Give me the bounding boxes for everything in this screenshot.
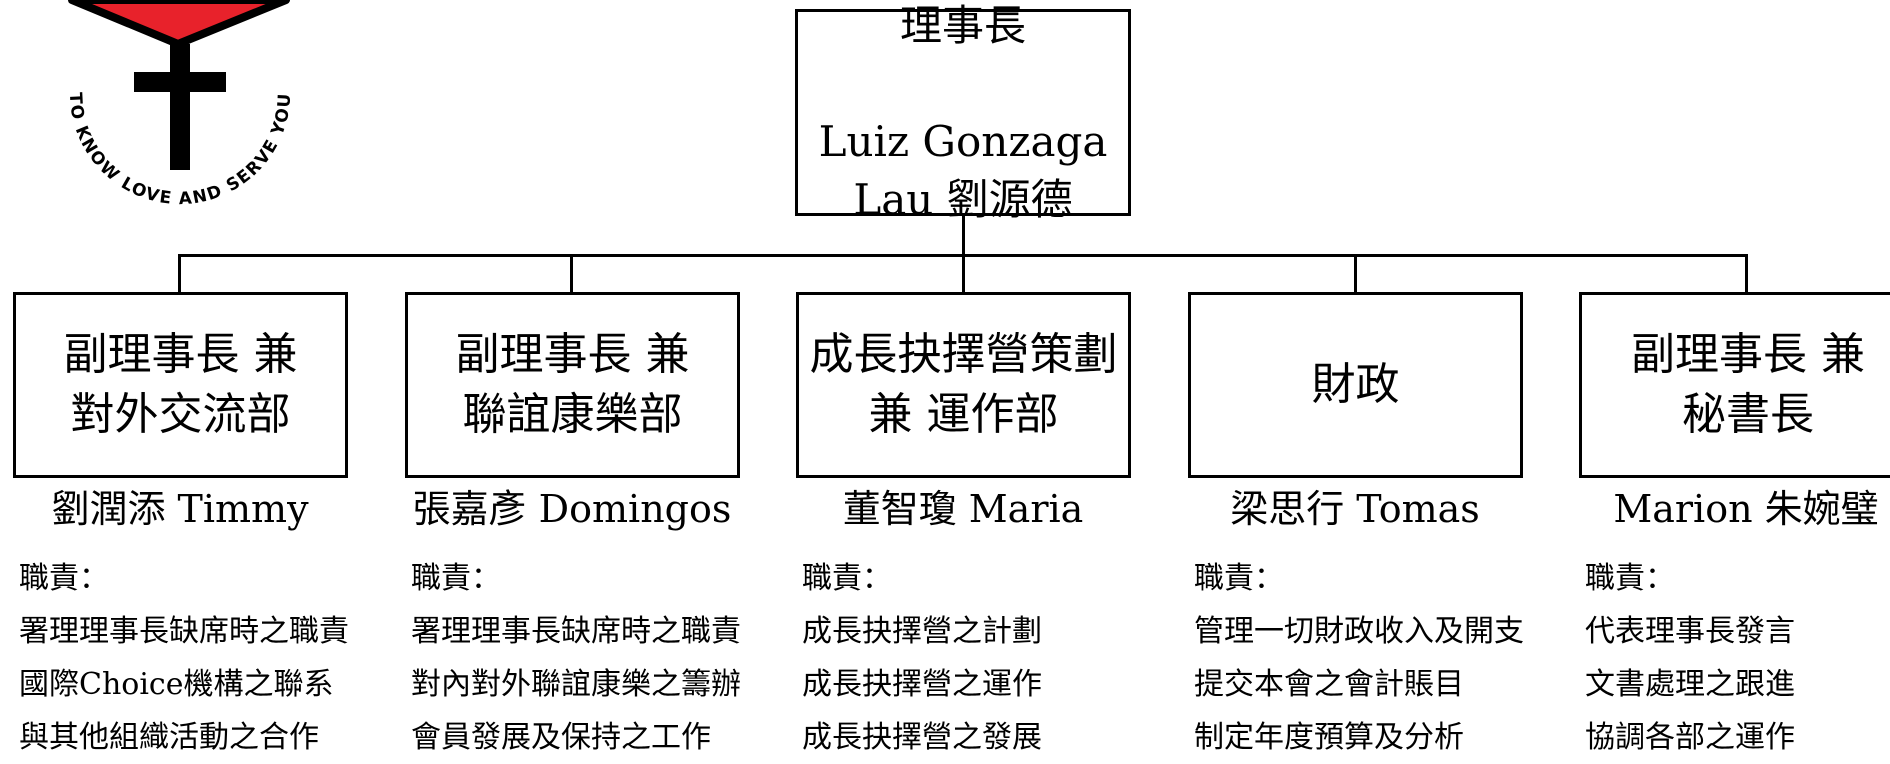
department-title: 副理事長 兼 聯誼康樂部	[455, 329, 690, 440]
department-person: Marion 朱婉璧	[1613, 487, 1879, 531]
department-title: 副理事長 兼 對外交流部	[63, 329, 298, 440]
organization-logo: TO KNOW LOVE AND SERVE YOU	[65, 0, 294, 209]
duties-list: 職責： 代表理事長發言 文書處理之跟進 協調各部之運作	[1585, 552, 1795, 764]
duty-item: 提交本會之會計賬目	[1194, 667, 1464, 702]
connector-trunk	[962, 214, 965, 256]
duty-item: 國際Choice機構之聯系	[19, 667, 334, 702]
duty-item: 署理理事長缺席時之職責	[19, 614, 349, 649]
chairman-name: Luiz Gonzaga Lau 劉源德	[818, 116, 1108, 224]
duty-item: 成長抉擇營之發展	[802, 720, 1042, 755]
department-box: 成長抉擇營策劃 兼 運作部	[796, 292, 1131, 478]
connector-drop-2	[570, 254, 573, 294]
duties-list: 職責： 署理理事長缺席時之職責 國際Choice機構之聯系 與其他組織活動之合作	[19, 552, 349, 764]
connector-drop-5	[1745, 254, 1748, 294]
chairman-box: 理事長 Luiz Gonzaga Lau 劉源德	[795, 1, 1131, 224]
duty-item: 署理理事長缺席時之職責	[411, 614, 741, 649]
duty-item: 對內對外聯誼康樂之籌辦	[411, 667, 741, 702]
department-box: 財政	[1188, 292, 1523, 478]
cross-icon	[170, 44, 190, 170]
department-person: 劉潤添 Timmy	[51, 487, 309, 531]
department-box: 副理事長 兼 聯誼康樂部	[405, 292, 740, 478]
duty-item: 管理一切財政收入及開支	[1194, 614, 1524, 649]
duties-list: 職責： 管理一切財政收入及開支 提交本會之會計賬目 制定年度預算及分析	[1194, 552, 1524, 764]
department-title: 副理事長 兼 秘書長	[1631, 329, 1865, 440]
duties-list: 職責： 署理理事長缺席時之職責 對內對外聯誼康樂之籌辦 會員發展及保持之工作	[411, 552, 741, 764]
duty-item: 協調各部之運作	[1585, 720, 1795, 755]
department-title: 財政	[1311, 359, 1400, 410]
duties-label: 職責：	[802, 561, 892, 596]
duty-item: 成長抉擇營之計劃	[802, 614, 1042, 649]
duty-item: 制定年度預算及分析	[1194, 720, 1464, 755]
connector-drop-3	[962, 254, 965, 294]
chairman-title: 理事長	[899, 0, 1026, 50]
department-title: 成長抉擇營策劃 兼 運作部	[809, 329, 1118, 440]
duty-item: 會員發展及保持之工作	[411, 720, 711, 755]
duties-list: 職責： 成長抉擇營之計劃 成長抉擇營之運作 成長抉擇營之發展	[802, 552, 1042, 764]
department-person: 梁思行 Tomas	[1230, 487, 1480, 531]
department-person: 董智瓊 Maria	[842, 487, 1084, 531]
duties-label: 職責：	[19, 561, 109, 596]
heart-icon	[68, 0, 290, 48]
connector-drop-4	[1354, 254, 1357, 294]
connector-drop-1	[178, 254, 181, 294]
duties-label: 職責：	[411, 561, 501, 596]
duties-label: 職責：	[1585, 561, 1675, 596]
duty-item: 代表理事長發言	[1585, 614, 1795, 649]
duty-item: 與其他組織活動之合作	[19, 720, 319, 755]
duty-item: 成長抉擇營之運作	[802, 667, 1042, 702]
department-box: 副理事長 兼 秘書長	[1579, 292, 1890, 478]
department-person: 張嘉彥 Domingos	[412, 487, 732, 531]
duties-label: 職責：	[1194, 561, 1284, 596]
duty-item: 文書處理之跟進	[1585, 667, 1795, 702]
department-box: 副理事長 兼 對外交流部	[13, 292, 348, 478]
